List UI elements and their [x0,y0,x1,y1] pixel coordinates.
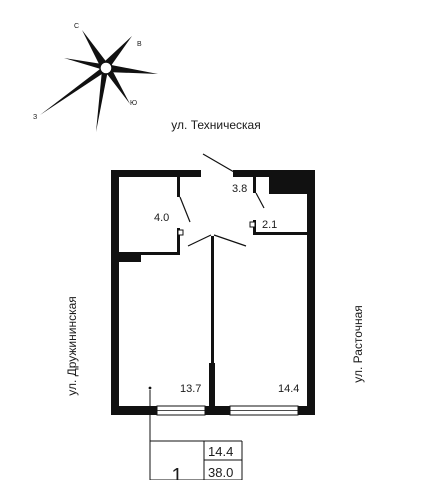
room-area-living-left: 13.7 [180,383,201,395]
room-area-living-right: 14.4 [278,383,299,395]
compass-rose: С В Ю З [33,23,158,132]
street-label-right: ул. Расточная [351,305,365,383]
room-area-hall: 3.8 [232,183,247,195]
legend-total-area: 38.0 [208,465,233,480]
street-label-top: ул. Техническая [171,118,260,132]
legend-rooms-count: 1 [171,465,182,480]
compass-needle-north [82,30,108,66]
room-area-bath: 4.0 [154,212,169,224]
windows [156,405,299,416]
compass-letter-west: З [33,114,37,121]
compass-needle-ne [104,36,132,70]
outer-walls [111,170,315,415]
bathroom-door [179,196,191,223]
wc-door [255,192,265,209]
compass-center-icon [99,61,113,75]
street-label-left: ул. Дружининская [65,296,79,396]
legend-table: 1 14.4 38.0 [149,390,243,480]
marker-dot [148,386,152,390]
wc-fixture [249,221,256,228]
living-door-left [187,234,212,247]
entrance-door [202,153,235,173]
compass-needle-se [104,66,130,104]
compass-needle-east [106,64,158,74]
compass-letter-south: Ю [130,100,137,107]
bathroom-fixture [177,229,184,236]
doors [179,153,265,247]
living-door-right [213,234,247,247]
compass-needle-nw [64,58,104,70]
legend-living-area: 14.4 [208,444,233,459]
room-area-wc: 2.1 [262,219,277,231]
compass-needle-south [96,70,108,132]
compass-letter-north: С [74,23,79,30]
compass-letter-east: В [137,41,142,48]
interior-walls [119,177,307,406]
compass-needle-west [40,66,108,115]
